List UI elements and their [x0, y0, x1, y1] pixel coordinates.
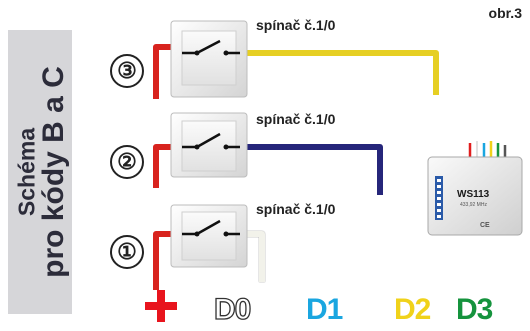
switch-1 [170, 204, 248, 268]
receiver-dip-switches [437, 179, 441, 218]
receiver-model-label: WS113 [457, 189, 490, 200]
output-wire-3 [240, 50, 439, 95]
sidebar-title-panel: Schéma pro kódy B a C [8, 30, 72, 314]
plus-vertical-bar [157, 290, 165, 322]
switch-2 [170, 112, 248, 178]
terminal-d3-label: D3 [456, 293, 493, 326]
terminal-d0-label: D0 [213, 292, 252, 326]
receiver-frequency-label: 433,92 MHz [460, 202, 487, 208]
terminal-d1-label: D1 [306, 293, 343, 326]
terminal-d2-label: D2 [394, 293, 431, 326]
receiver-ce-mark: CE [480, 222, 490, 229]
switch-3-number: ③ [110, 54, 144, 88]
switch-3 [170, 20, 248, 98]
switch-3-label: spínač č.1/0 [256, 17, 336, 33]
receiver-module [427, 141, 523, 236]
switch-2-number: ② [110, 145, 144, 179]
switch-1-label: spínač č.1/0 [256, 201, 336, 217]
output-wire-2 [240, 144, 383, 195]
switch-2-label: spínač č.1/0 [256, 111, 336, 127]
figure-label: obr.3 [488, 5, 522, 21]
switch-1-number: ① [110, 235, 144, 269]
terminal-plus-sign [145, 290, 177, 322]
